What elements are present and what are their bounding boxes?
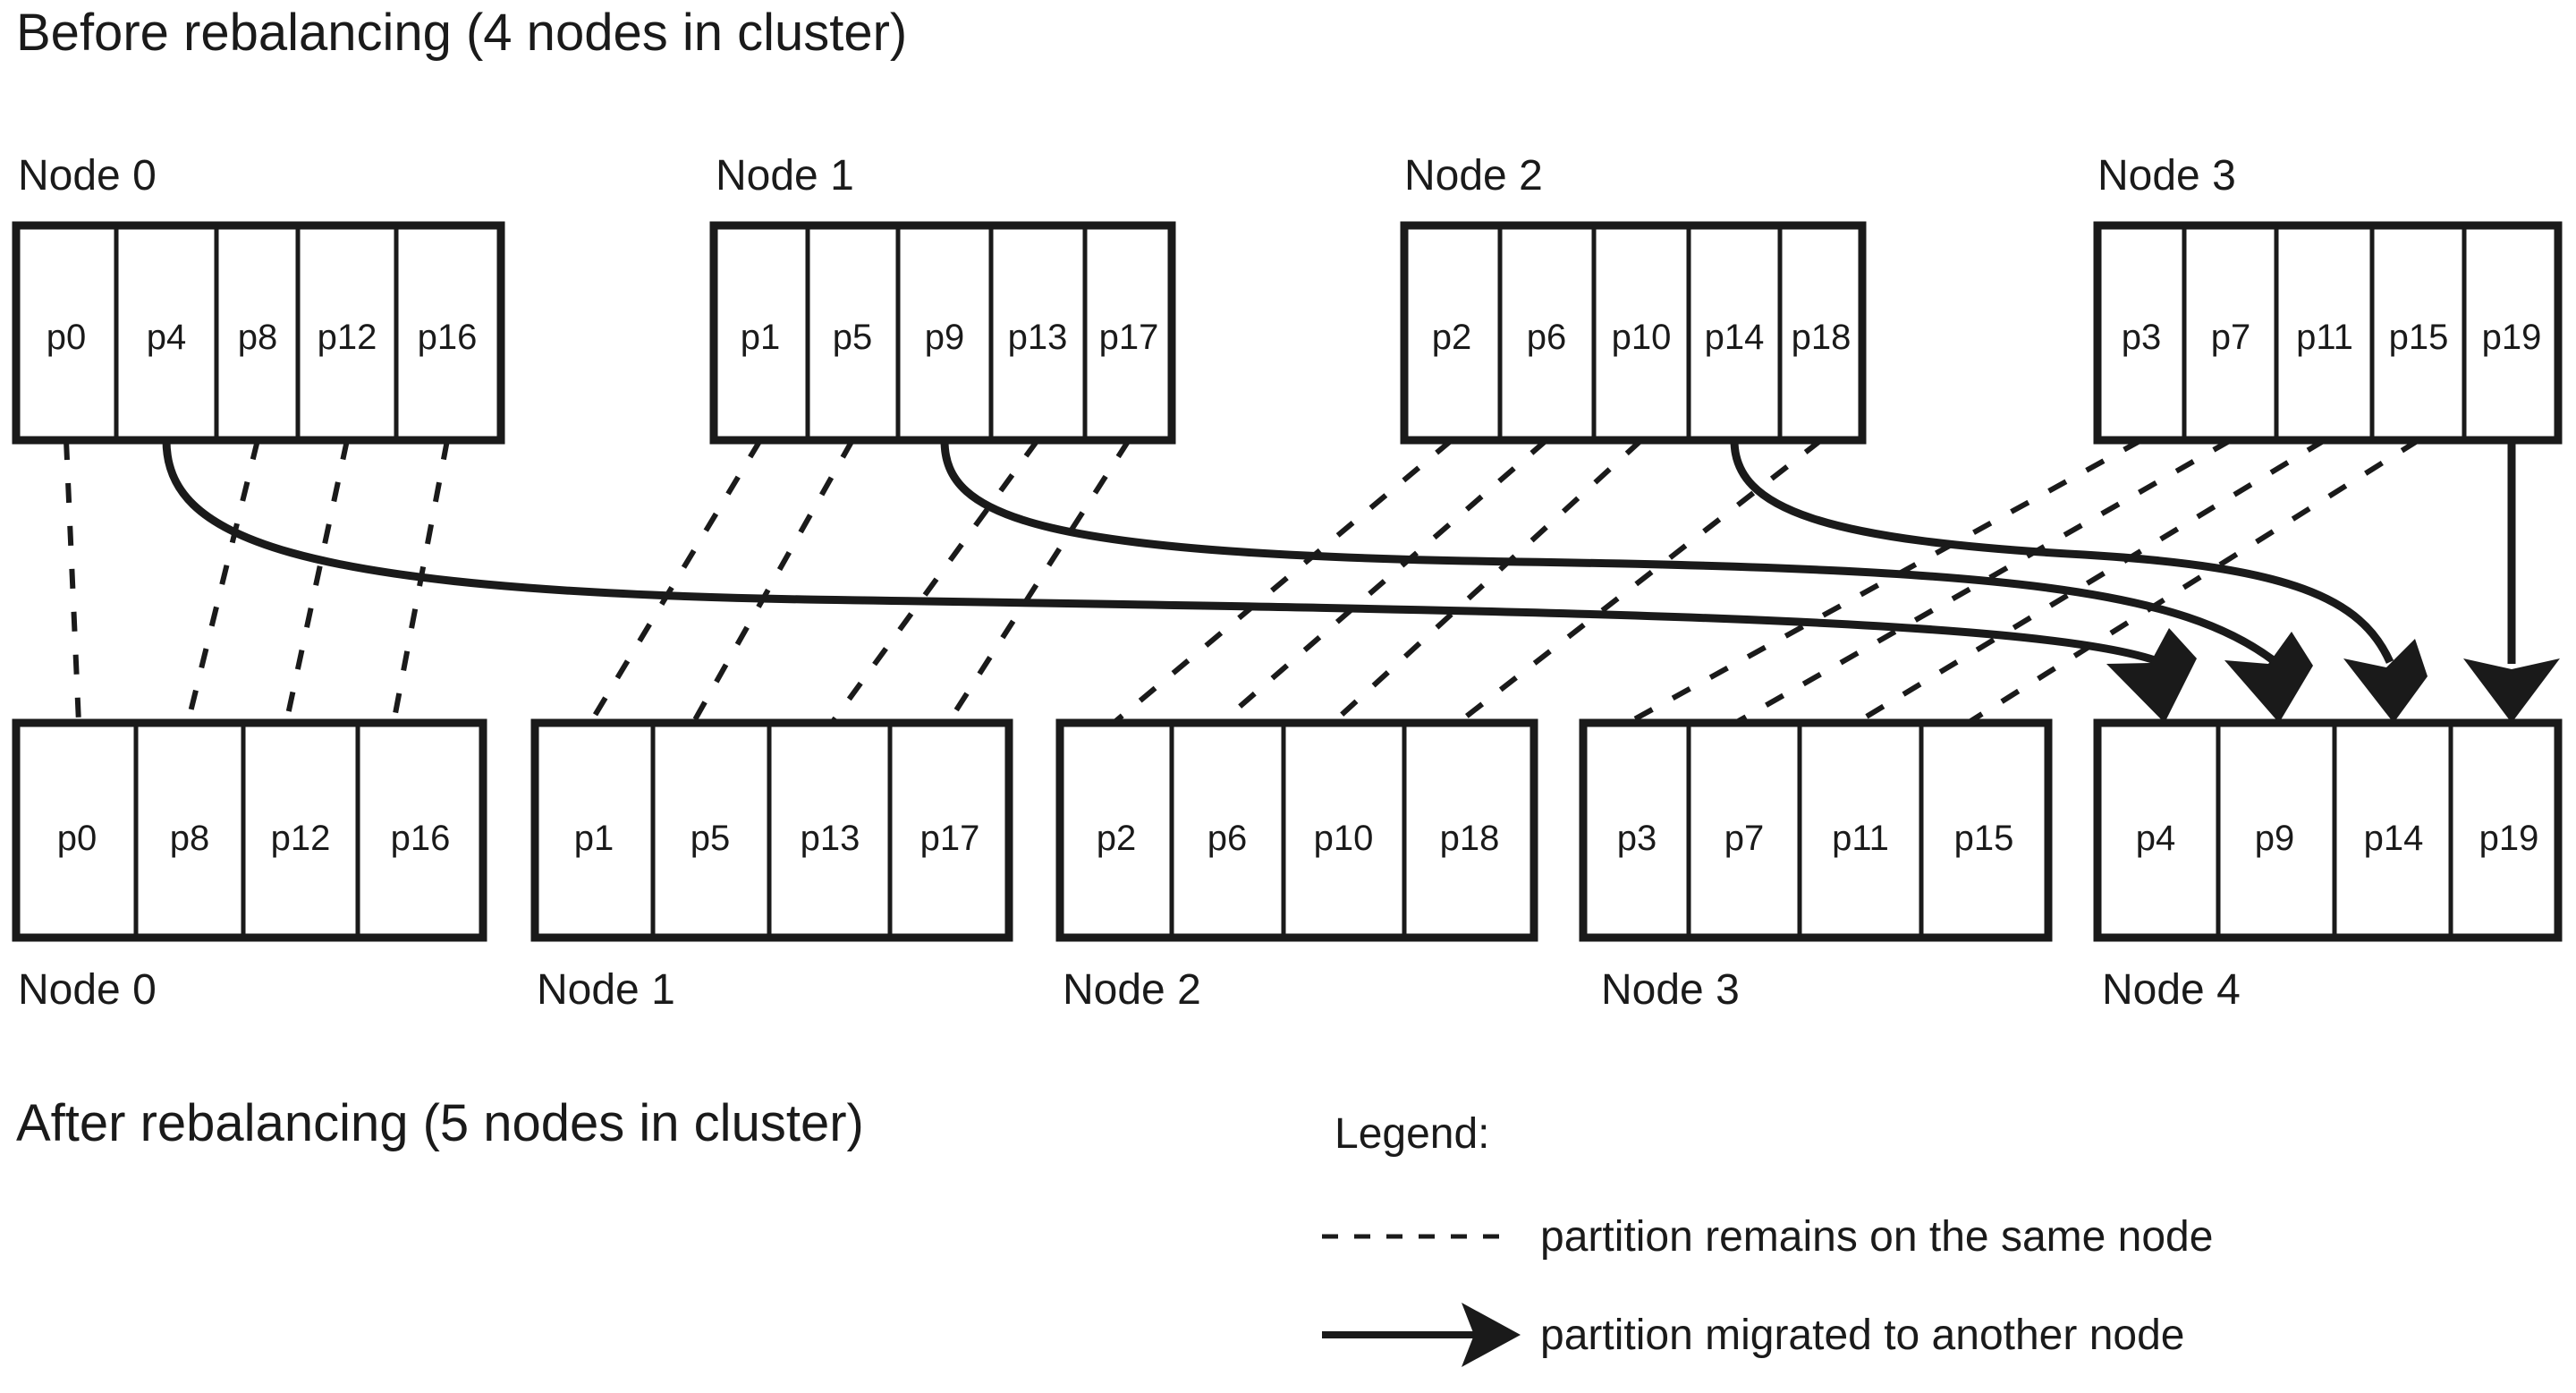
stay-line-p5 (691, 438, 855, 725)
before-cell-p14: p14 (1705, 318, 1765, 357)
after-cell-p3: p3 (1617, 819, 1657, 858)
before-node-box-2: p2 p6 p10 p14 p18 (1400, 221, 1867, 445)
after-cell-p12: p12 (271, 819, 331, 858)
after-cell-p7: p7 (1724, 819, 1765, 858)
legend-label-migrates: partition migrated to another node (1540, 1312, 2184, 1359)
after-node-label-4: Node 4 (2102, 966, 2241, 1014)
before-cell-p18: p18 (1792, 318, 1852, 357)
after-node-box-4: p4 p9 p14 p19 Node 4 (2093, 718, 2563, 1014)
migrate-line-p9 (940, 439, 2278, 666)
after-cell-p17: p17 (920, 819, 980, 858)
before-cell-p6: p6 (1527, 318, 1567, 357)
stay-line-p17 (945, 438, 1131, 725)
before-node-box-0: p0 p4 p8 p12 p16 (12, 221, 505, 445)
after-cell-p19: p19 (2479, 819, 2539, 858)
before-cell-p13: p13 (1008, 318, 1068, 357)
before-cell-p11: p11 (2296, 318, 2353, 357)
arrow-head-p9 (2224, 632, 2313, 723)
after-node-box-0: p0 p8 p12 p16 Node 0 (12, 718, 487, 1014)
after-cell-p0: p0 (57, 819, 97, 858)
before-cell-p19: p19 (2482, 318, 2542, 357)
before-node-label-0: Node 0 (18, 152, 157, 200)
after-cell-p6: p6 (1208, 819, 1248, 858)
stay-line-p10 (1330, 437, 1644, 726)
legend-title: Legend: (1335, 1110, 1490, 1158)
after-cell-p15: p15 (1954, 819, 2014, 858)
after-cell-p4: p4 (2136, 819, 2176, 858)
after-node-box-1: p1 p5 p13 p17 Node 1 (530, 718, 1013, 1014)
after-cell-p16: p16 (391, 819, 451, 858)
before-cell-p17: p17 (1099, 318, 1159, 357)
stay-line-p13 (829, 438, 1040, 725)
after-cell-p5: p5 (691, 819, 731, 858)
before-node-label-1: Node 1 (716, 152, 854, 200)
after-cell-p1: p1 (574, 819, 614, 858)
before-cell-p3: p3 (2122, 318, 2162, 357)
stay-line-p18 (1456, 437, 1823, 726)
before-node-label-2: Node 2 (1404, 152, 1543, 200)
after-cell-p2: p2 (1097, 819, 1137, 858)
before-cell-p0: p0 (47, 318, 87, 357)
before-node-label-3: Node 3 (2097, 152, 2236, 200)
legend: Legend: partition remains on the same no… (1322, 1110, 2213, 1367)
before-cell-p2: p2 (1432, 318, 1472, 357)
stay-line-p15 (1966, 437, 2420, 726)
stay-line-p12 (284, 439, 350, 724)
arrow-head-p4 (2106, 628, 2197, 723)
after-cell-p18: p18 (1440, 819, 1500, 858)
after-cell-p11: p11 (1832, 819, 1889, 858)
before-cell-p9: p9 (925, 318, 965, 357)
stay-line-p1 (588, 438, 763, 725)
after-node-label-1: Node 1 (537, 966, 675, 1014)
after-cell-p13: p13 (801, 819, 860, 858)
legend-row-stays: partition remains on the same node (1322, 1213, 2213, 1261)
migrate-line-p4 (162, 439, 2162, 667)
before-cell-p1: p1 (741, 318, 781, 357)
stay-line-p7 (1733, 437, 2233, 726)
after-cell-p10: p10 (1314, 819, 1374, 858)
migrate-line-p14 (1730, 439, 2394, 664)
after-node-label-2: Node 2 (1063, 966, 1201, 1014)
after-node-label-0: Node 0 (18, 966, 157, 1014)
legend-arrow-head-icon (1462, 1303, 1521, 1367)
after-cell-p14: p14 (2364, 819, 2424, 858)
before-cell-p4: p4 (147, 318, 187, 357)
stay-line-p3 (1626, 437, 2143, 726)
before-cell-p12: p12 (318, 318, 377, 357)
after-node-label-3: Node 3 (1601, 966, 1740, 1014)
stay-line-p0 (64, 439, 81, 724)
before-cell-p5: p5 (833, 318, 873, 357)
stay-connectors (64, 437, 2420, 726)
before-cell-p15: p15 (2389, 318, 2449, 357)
stay-line-p8 (185, 439, 260, 724)
before-node-box-3: p3 p7 p11 p15 p19 (2093, 221, 2563, 445)
after-cell-p8: p8 (170, 819, 210, 858)
stay-line-p16 (391, 439, 450, 724)
legend-row-migrates: partition migrated to another node (1322, 1303, 2184, 1367)
stay-line-p11 (1854, 437, 2326, 726)
stay-line-p6 (1219, 437, 1548, 726)
after-heading: After rebalancing (5 nodes in cluster) (16, 1094, 864, 1152)
before-cell-p7: p7 (2211, 318, 2251, 357)
migration-arrows (162, 439, 2560, 723)
after-node-box-2: p2 p6 p10 p18 Node 2 (1055, 718, 1538, 1014)
after-cell-p9: p9 (2255, 819, 2295, 858)
arrow-head-p14 (2343, 639, 2428, 723)
before-heading: Before rebalancing (4 nodes in cluster) (16, 4, 907, 62)
before-cell-p10: p10 (1612, 318, 1672, 357)
arrow-head-p19 (2463, 658, 2560, 723)
before-node-box-1: p1 p5 p9 p13 p17 (709, 221, 1176, 445)
before-cell-p16: p16 (418, 318, 478, 357)
after-node-box-3: p3 p7 p11 p15 Node 3 (1579, 718, 2053, 1014)
stay-line-p2 (1112, 437, 1453, 726)
legend-label-stays: partition remains on the same node (1540, 1213, 2213, 1261)
before-cell-p8: p8 (238, 318, 278, 357)
